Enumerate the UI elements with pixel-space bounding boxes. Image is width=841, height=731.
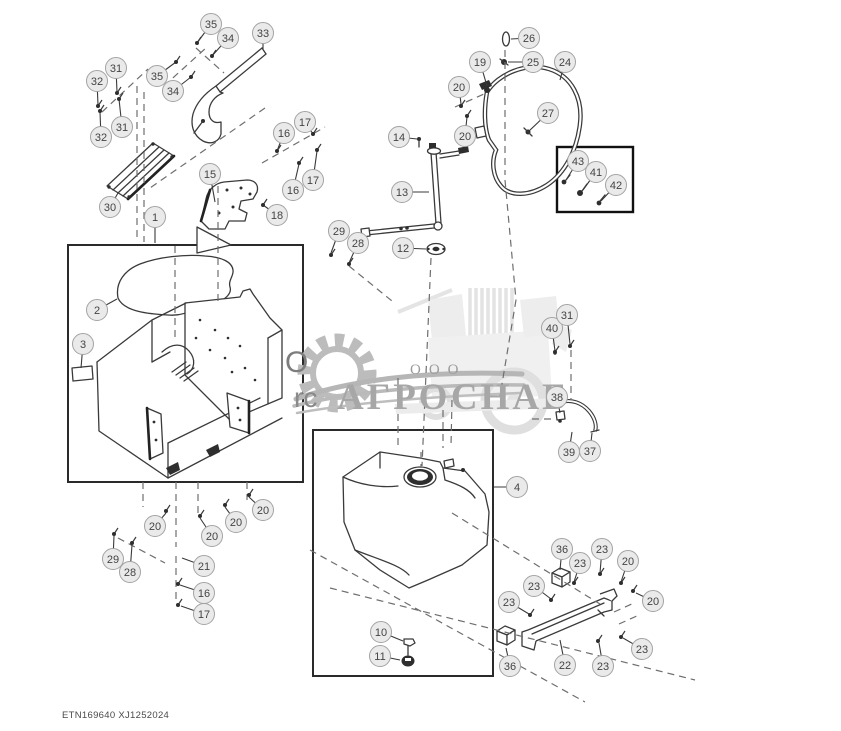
callout-32: 32 [86, 70, 108, 92]
callout-41: 41 [585, 161, 607, 183]
callout-23: 23 [523, 575, 545, 597]
callout-28: 28 [347, 232, 369, 254]
callout-43: 43 [567, 150, 589, 172]
callout-16: 16 [193, 582, 215, 604]
callout-33: 33 [252, 22, 274, 44]
callout-28: 28 [119, 561, 141, 583]
callout-24: 24 [554, 51, 576, 73]
fastener-dots [96, 36, 638, 643]
watermark-company-form: ООО [410, 362, 467, 378]
callout-2: 2 [86, 299, 108, 321]
callout-20: 20 [642, 590, 664, 612]
callout-38: 38 [546, 386, 568, 408]
callout-23: 23 [591, 538, 613, 560]
callout-17: 17 [302, 169, 324, 191]
callout-23: 23 [498, 591, 520, 613]
callout-26: 26 [518, 27, 540, 49]
callout-13: 13 [391, 181, 413, 203]
elbow-hose-part [553, 351, 600, 433]
callout-34: 34 [162, 80, 184, 102]
callout-20: 20 [225, 511, 247, 533]
watermark-machine-icon [395, 288, 572, 435]
callout-15: 15 [199, 163, 221, 185]
mount-bracket-part [196, 179, 259, 254]
callout-11: 11 [369, 645, 391, 667]
callout-20: 20 [252, 499, 274, 521]
callout-20: 20 [201, 525, 223, 547]
callout-3: 3 [72, 333, 94, 355]
callout-23: 23 [631, 638, 653, 660]
callout-31: 31 [556, 304, 578, 326]
fuel-hose-loop-part [474, 31, 583, 196]
heat-shield-part [191, 47, 267, 144]
callout-34: 34 [217, 27, 239, 49]
callout-16: 16 [273, 122, 295, 144]
callout-20: 20 [617, 550, 639, 572]
retainer-clip-part [496, 567, 571, 646]
callout-31: 31 [105, 57, 127, 79]
support-frame-box-outline [67, 244, 304, 483]
watermark-fragment-rc: rc [294, 382, 318, 413]
callout-36: 36 [551, 538, 573, 560]
callout-4: 4 [506, 476, 528, 498]
callout-18: 18 [266, 204, 288, 226]
callout-29: 29 [328, 220, 350, 242]
callout-32: 32 [90, 126, 112, 148]
callout-22: 22 [554, 654, 576, 676]
callout-30: 30 [99, 196, 121, 218]
callout-17: 17 [294, 111, 316, 133]
callout-23: 23 [592, 655, 614, 677]
callout-36: 36 [499, 655, 521, 677]
decal-label-part [71, 365, 94, 382]
document-code: ETN169640 XJ1252024 [62, 710, 170, 721]
callout-37: 37 [579, 440, 601, 462]
fuel-tank-box-outline [312, 429, 494, 677]
callout-12: 12 [392, 237, 414, 259]
fuel-pickup-tube-part [360, 137, 469, 256]
callout-42: 42 [605, 174, 627, 196]
callout-20: 20 [448, 76, 470, 98]
bracket-strip-part [521, 588, 618, 651]
support-frame-part [96, 254, 283, 479]
callout-40: 40 [541, 317, 563, 339]
callout-23: 23 [569, 552, 591, 574]
fin-rail-part [106, 142, 176, 201]
callout-19: 19 [469, 51, 491, 73]
callout-29: 29 [102, 548, 124, 570]
callout-1: 1 [144, 206, 166, 228]
callout-14: 14 [388, 126, 410, 148]
projection-dashed-lines [101, 46, 696, 703]
callout-16: 16 [282, 179, 304, 201]
callout-20: 20 [144, 515, 166, 537]
callout-31: 31 [111, 116, 133, 138]
callout-39: 39 [558, 441, 580, 463]
callout-20: 20 [454, 125, 476, 147]
callout-17: 17 [193, 603, 215, 625]
callout-25: 25 [522, 51, 544, 73]
callout-21: 21 [193, 555, 215, 577]
callout-35: 35 [200, 13, 222, 35]
watermark-swoosh [292, 370, 526, 415]
watermark-fragment-o: O [285, 346, 309, 379]
callout-10: 10 [370, 621, 392, 643]
callout-35: 35 [146, 65, 168, 87]
watermark-company-name: АГРОСНАБ [337, 377, 570, 418]
fuel-tank-part [342, 451, 490, 667]
callout-27: 27 [537, 102, 559, 124]
